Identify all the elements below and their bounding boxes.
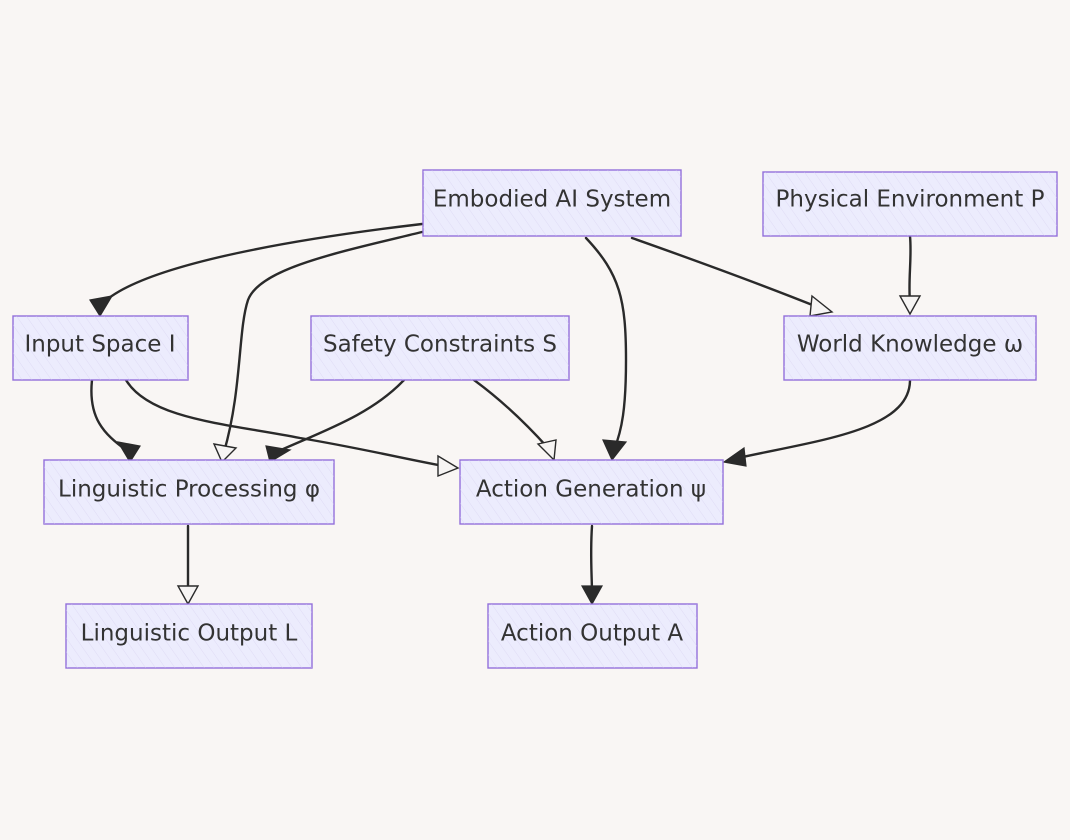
node-label-action-out: Action Output A [501,621,684,647]
edge-input-to-ling-proc [90,378,128,452]
node-label-action-gen: Action Generation ψ [476,477,706,503]
arrowhead-embodied-to-world [809,294,834,317]
node-linguistic-processing: Linguistic Processing φ [43,459,335,525]
edge-safety-to-ling-proc [270,378,406,456]
node-label-input: Input Space I [24,332,175,358]
edge-safety-to-action-gen [472,378,550,450]
edge-embodied-to-input [98,222,424,308]
edge-embodied-to-ling-proc [222,230,424,454]
edge-input-to-action-gen [124,378,446,468]
edge-physical-to-world [908,234,912,304]
node-label-ling-out: Linguistic Output L [81,621,298,647]
edges-group [89,222,922,606]
edge-embodied-to-action-gen [584,236,628,452]
arrowhead-embodied-to-input [89,295,114,318]
arrowhead-safety-to-action-gen [536,439,557,462]
node-action-output: Action Output A [487,603,698,669]
node-safety-constraints: Safety Constraints S [310,315,570,381]
arrowhead-world-to-action-gen [722,446,747,467]
arrowhead-embodied-to-ling-proc [212,443,238,464]
node-label-ling-proc: Linguistic Processing φ [58,477,320,503]
node-label-physical: Physical Environment P [776,187,1045,213]
node-physical-environment: Physical Environment P [762,171,1058,237]
edge-world-to-action-gen [736,378,912,460]
node-label-embodied: Embodied AI System [433,187,671,213]
arrowhead-input-to-action-gen [437,454,460,478]
arrowhead-ling-proc-to-ling-out [176,585,200,606]
node-embodied-ai-system: Embodied AI System [422,169,682,237]
arrowhead-action-gen-to-action-out [580,585,604,606]
arrowhead-safety-to-ling-proc [265,445,292,463]
arrowhead-embodied-to-action-gen [602,439,628,462]
arrowhead-physical-to-world [898,295,922,316]
edge-action-gen-to-action-out [589,524,594,596]
node-action-generation: Action Generation ψ [459,459,724,525]
node-world-knowledge: World Knowledge ω [783,315,1037,381]
edge-embodied-to-world [630,236,822,310]
node-linguistic-output: Linguistic Output L [65,603,313,669]
node-input-space: Input Space I [12,315,189,381]
node-label-world: World Knowledge ω [797,332,1023,358]
arrowhead-input-to-ling-proc [116,441,141,464]
node-label-safety: Safety Constraints S [323,332,557,358]
